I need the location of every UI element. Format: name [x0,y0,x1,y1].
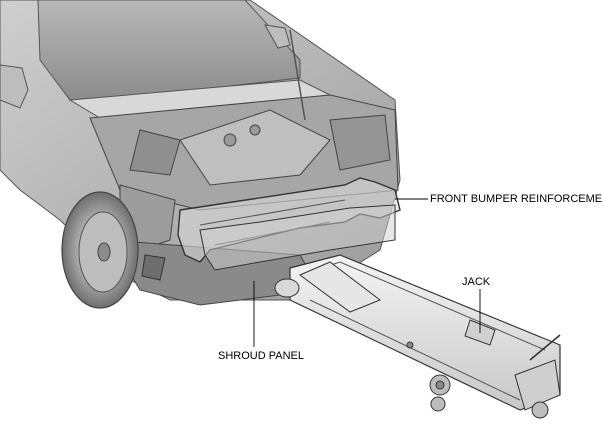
shroud-panel-label: SHROUD PANEL [218,350,304,362]
jack-label: JACK [462,276,491,288]
jack [274,254,561,419]
leader-lines [253,198,481,347]
front-bumper-reinforcement-label: FRONT BUMPER REINFORCEMENT [430,193,603,205]
shroud-panel [199,204,396,271]
front-wheel [61,191,139,309]
